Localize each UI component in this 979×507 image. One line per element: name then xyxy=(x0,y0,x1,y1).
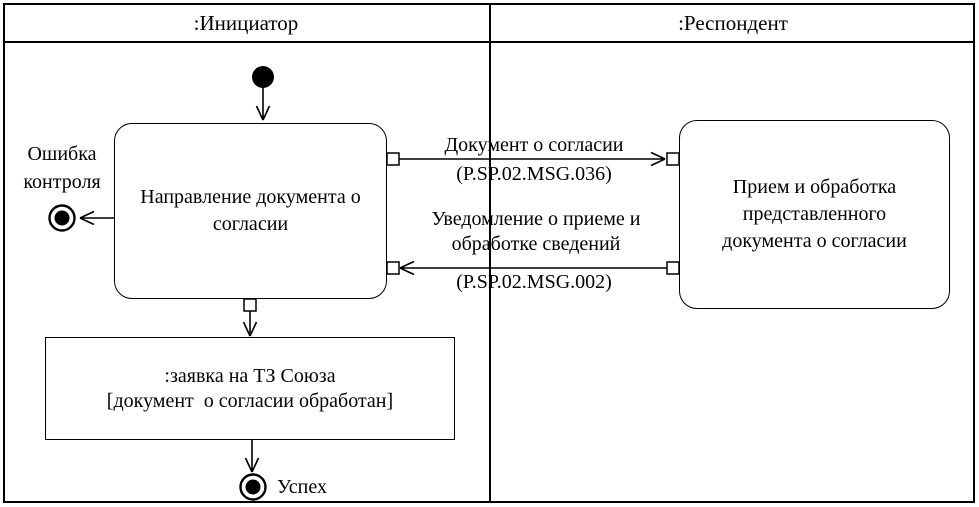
message-document-name: Документ о согласии xyxy=(444,134,624,156)
message-document-code: (P.SP.02.MSG.036) xyxy=(456,163,612,185)
message-notification-code: (P.SP.02.MSG.002) xyxy=(456,271,612,293)
swimlane-title-respondent: :Респондент xyxy=(678,11,788,35)
final-error-label: Ошибка контроля xyxy=(23,143,101,193)
object-node-title: :заявка на ТЗ Союза xyxy=(164,364,336,387)
message-notification-name: Уведомление о приеме и обработке сведени… xyxy=(431,208,641,255)
activity-send-document: Направление документа о согласии xyxy=(114,123,387,299)
swimlane-title-initiator: :Инициатор xyxy=(193,11,299,35)
activity-receive-document-label: Прием и обработка представленного докуме… xyxy=(722,176,907,252)
swimlane-divider xyxy=(489,3,491,503)
activity-receive-document: Прием и обработка представленного докуме… xyxy=(679,120,950,309)
object-node-state: [документ о согласии обработан] xyxy=(106,389,394,412)
final-success-label: Успех xyxy=(277,476,327,498)
object-node-request: :заявка на ТЗ Союза [документ о согласии… xyxy=(45,337,455,440)
activity-send-document-label: Направление документа о согласии xyxy=(140,186,361,235)
